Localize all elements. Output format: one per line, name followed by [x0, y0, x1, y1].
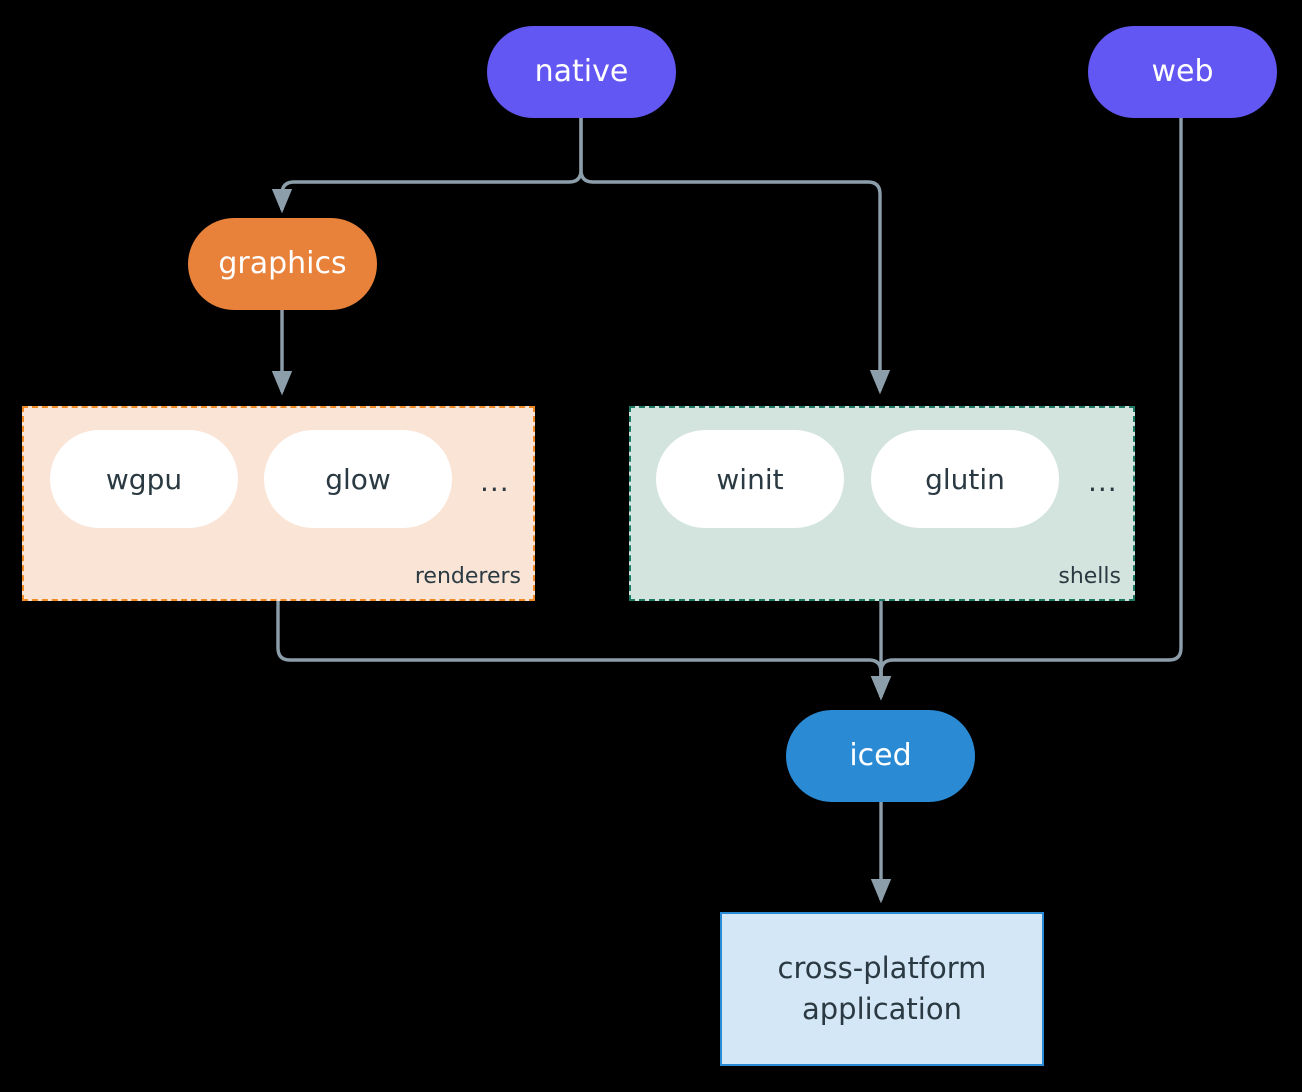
node-glow-label: glow	[325, 462, 391, 496]
application-label-line-2: application	[802, 992, 962, 1026]
shells-overflow-ellipsis: ...	[1088, 465, 1118, 498]
node-web[interactable]: web	[1088, 26, 1277, 118]
node-native[interactable]: native	[487, 26, 676, 118]
cluster-shells-label: shells	[1058, 564, 1121, 589]
cluster-renderers-label: renderers	[414, 564, 521, 589]
node-wgpu[interactable]: wgpu	[50, 430, 238, 528]
node-glutin[interactable]: glutin	[871, 430, 1059, 528]
node-web-label: web	[1151, 54, 1214, 90]
renderers-overflow-ellipsis: ...	[480, 465, 510, 498]
node-winit[interactable]: winit	[656, 430, 844, 528]
node-winit-label: winit	[716, 462, 784, 496]
node-cross-platform-application[interactable]: cross-platform application	[720, 912, 1044, 1066]
node-glow[interactable]: glow	[264, 430, 452, 528]
node-native-label: native	[534, 54, 629, 90]
node-wgpu-label: wgpu	[105, 462, 183, 496]
node-graphics-label: graphics	[218, 246, 347, 282]
node-iced[interactable]: iced	[786, 710, 975, 802]
application-label-line-1: cross-platform	[777, 950, 987, 985]
edge-native-graphics	[271, 118, 583, 214]
node-iced-label: iced	[849, 738, 912, 774]
edge-native-shells	[579, 118, 891, 395]
edge-renderers-iced	[276, 601, 892, 701]
node-glutin-label: glutin	[925, 462, 1005, 496]
node-graphics[interactable]: graphics	[188, 218, 377, 310]
